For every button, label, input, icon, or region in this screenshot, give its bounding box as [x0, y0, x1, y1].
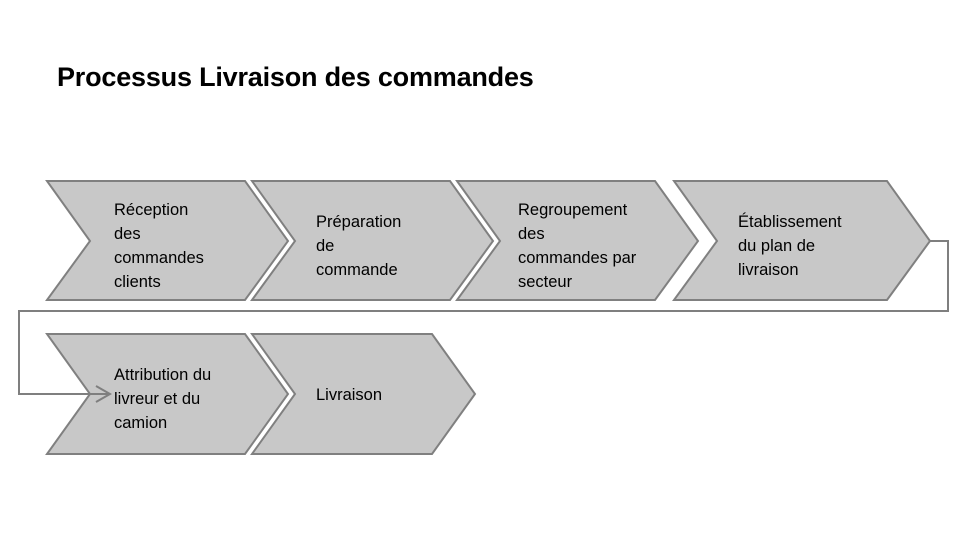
chevron-step-3-label: Regroupement des commandes par secteur — [518, 201, 637, 291]
chevron-step-3[interactable] — [455, 180, 700, 301]
chevron-step-5-label: Attribution du livreur et du camion — [114, 366, 212, 432]
wrap-connector-line — [18, 240, 949, 395]
chevron-step-4-label: Établissement du plan de livraison — [738, 213, 842, 279]
chevron-step-6-label: Livraison — [316, 386, 383, 404]
wrap-connector-arrowhead — [95, 385, 113, 403]
chevron-step-2[interactable] — [250, 180, 495, 301]
chevron-step-2-label: Préparation de commande — [316, 213, 402, 279]
chevron-step-6[interactable] — [250, 333, 477, 455]
chevron-step-1-label: Réception des commandes clients — [114, 201, 204, 291]
chevron-step-4[interactable] — [672, 180, 932, 301]
page-title: Processus Livraison des commandes — [57, 62, 534, 92]
chevron-step-1[interactable] — [45, 180, 290, 301]
